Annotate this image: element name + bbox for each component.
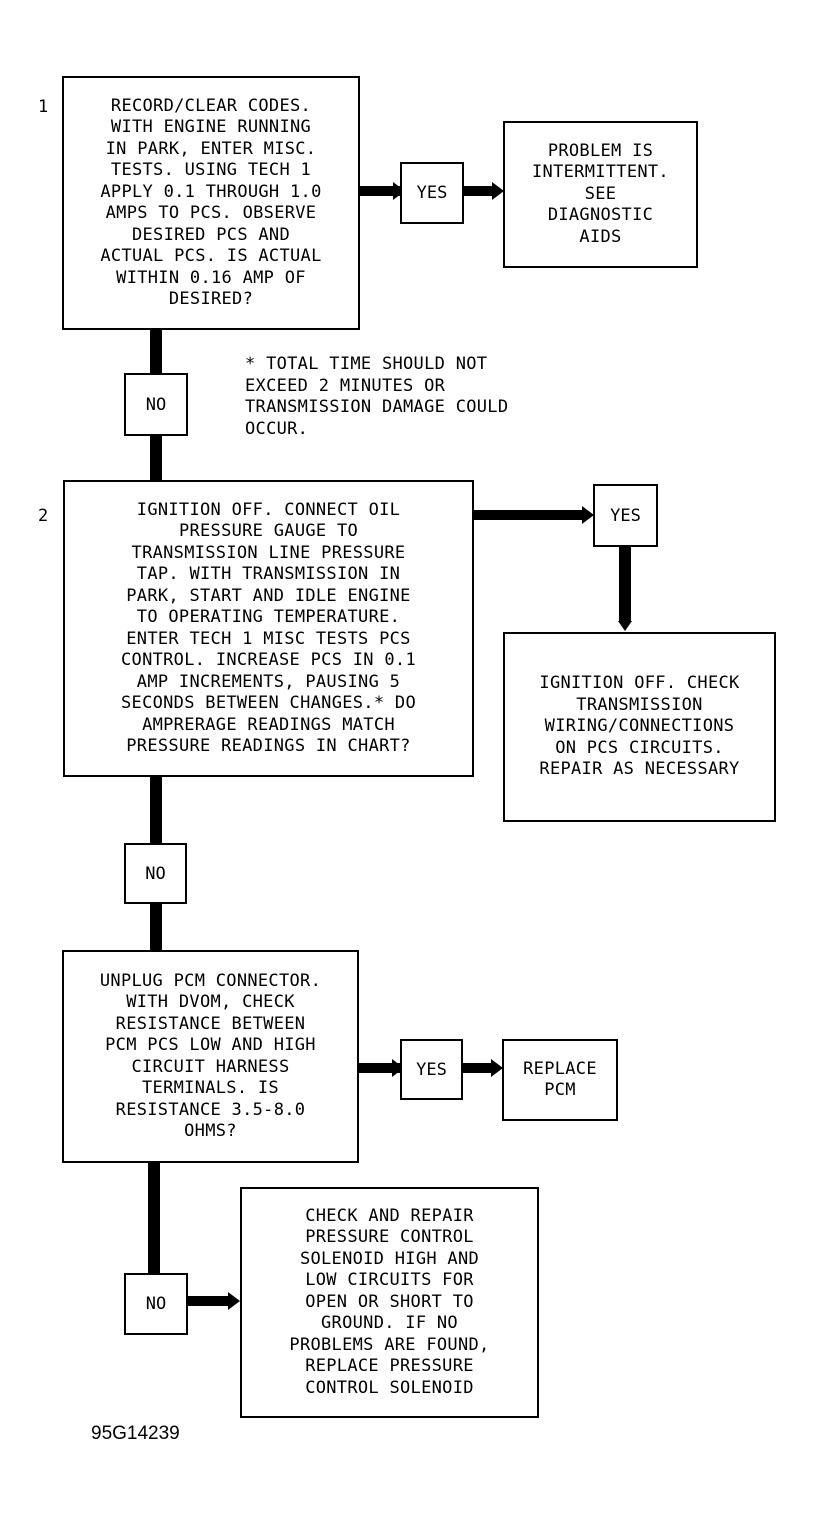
connector-step3-yes xyxy=(358,1063,400,1073)
connector-yes-replace xyxy=(463,1063,493,1073)
connector-no-step2 xyxy=(150,436,162,480)
step-number: 2 xyxy=(38,506,49,526)
connector-step1-no xyxy=(150,329,162,373)
connector-yes-intermittent xyxy=(464,186,494,196)
yes-label: YES xyxy=(400,1039,463,1100)
step-3-box: UNPLUG PCM CONNECTOR. WITH DVOM, CHECK R… xyxy=(62,950,359,1163)
result-check-wiring-box: IGNITION OFF. CHECK TRANSMISSION WIRING/… xyxy=(503,632,776,822)
arrowhead xyxy=(491,1059,503,1077)
step-3-text: UNPLUG PCM CONNECTOR. WITH DVOM, CHECK R… xyxy=(99,970,322,1142)
no-label: NO xyxy=(124,843,187,904)
connector-no-step3 xyxy=(150,904,162,950)
connector-yes-wiring xyxy=(619,546,631,622)
connector-step1-yes xyxy=(359,186,400,196)
arrowhead xyxy=(582,506,594,524)
result-check-solenoid-text: CHECK AND REPAIR PRESSURE CONTROL SOLENO… xyxy=(289,1205,490,1398)
result-intermittent-box: PROBLEM IS INTERMITTENT. SEE DIAGNOSTIC … xyxy=(503,121,698,268)
result-check-solenoid-box: CHECK AND REPAIR PRESSURE CONTROL SOLENO… xyxy=(240,1187,539,1418)
connector-step2-yes xyxy=(473,510,583,520)
result-replace-pcm-box: REPLACE PCM xyxy=(502,1039,618,1121)
connector-no-solenoid xyxy=(188,1296,228,1306)
arrowhead xyxy=(228,1292,240,1310)
yes-label: YES xyxy=(593,484,658,547)
connector-step3-no xyxy=(148,1162,160,1273)
yes-label: YES xyxy=(400,162,464,224)
step-1-text: RECORD/CLEAR CODES. WITH ENGINE RUNNING … xyxy=(100,95,322,310)
arrowhead xyxy=(618,621,632,631)
step-2-text: IGNITION OFF. CONNECT OIL PRESSURE GAUGE… xyxy=(121,499,416,757)
result-replace-pcm-text: REPLACE PCM xyxy=(523,1058,597,1101)
arrowhead xyxy=(492,182,504,200)
result-check-wiring-text: IGNITION OFF. CHECK TRANSMISSION WIRING/… xyxy=(539,673,740,780)
no-label: NO xyxy=(124,373,188,436)
timing-note: * TOTAL TIME SHOULD NOT EXCEED 2 MINUTES… xyxy=(245,354,509,439)
step-2-box: IGNITION OFF. CONNECT OIL PRESSURE GAUGE… xyxy=(63,480,474,777)
no-label: NO xyxy=(124,1273,188,1335)
step-number: 1 xyxy=(38,97,49,117)
connector-step2-no xyxy=(150,776,162,843)
figure-id: 95G14239 xyxy=(91,1423,180,1444)
step-1-box: RECORD/CLEAR CODES. WITH ENGINE RUNNING … xyxy=(62,76,360,330)
result-intermittent-text: PROBLEM IS INTERMITTENT. SEE DIAGNOSTIC … xyxy=(532,140,669,247)
